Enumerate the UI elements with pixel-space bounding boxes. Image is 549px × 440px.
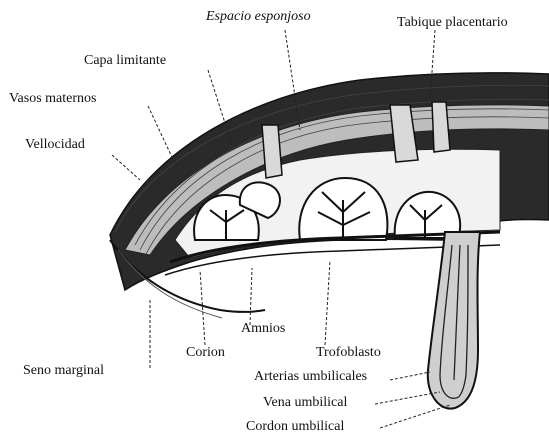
label-corion: Corion <box>186 346 225 360</box>
label-vasos-maternos: Vasos maternos <box>9 92 97 106</box>
label-amnios: Amnios <box>241 322 285 336</box>
label-seno-marginal: Seno marginal <box>23 364 104 378</box>
label-arterias-umbilicales: Arterias umbilicales <box>254 370 367 384</box>
label-tabique-placentario: Tabique placentario <box>397 16 508 30</box>
label-capa-limitante: Capa limitante <box>84 54 166 68</box>
umbilical-cord <box>428 232 480 409</box>
label-espacio-esponjoso: Espacio esponjoso <box>206 10 311 24</box>
label-vellocidad: Vellocidad <box>25 138 85 152</box>
label-trofoblasto: Trofoblasto <box>316 346 381 360</box>
label-cordon-umbilical: Cordon umbilical <box>246 420 344 434</box>
label-vena-umbilical: Vena umbilical <box>263 396 347 410</box>
